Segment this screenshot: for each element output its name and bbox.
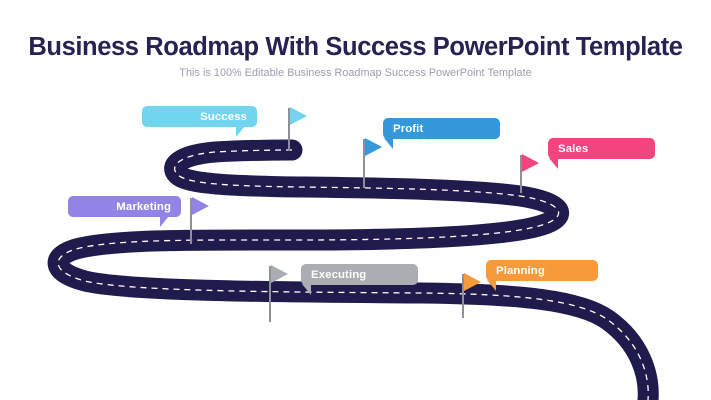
milestone-pole-marketing	[190, 198, 192, 244]
milestone-label-planning: Planning	[496, 264, 545, 277]
milestone-marketing[interactable]: Marketing	[68, 196, 228, 244]
milestone-pole-planning	[462, 274, 464, 318]
milestone-banner-success[interactable]: Success	[142, 106, 257, 127]
milestone-flag-sales	[522, 154, 539, 172]
milestone-flag-success	[290, 107, 307, 125]
milestone-banner-tail-sales	[549, 158, 558, 169]
milestone-banner-executing[interactable]: Executing	[301, 264, 418, 285]
milestone-banner-tail-planning	[487, 280, 496, 291]
milestone-pole-success	[288, 108, 290, 151]
milestone-banner-profit[interactable]: Profit	[383, 118, 500, 139]
milestone-banner-planning[interactable]: Planning	[486, 260, 598, 281]
milestone-banner-tail-profit	[384, 138, 393, 149]
milestone-executing[interactable]: Executing	[269, 264, 418, 322]
milestone-banner-sales[interactable]: Sales	[548, 138, 655, 159]
milestone-profit[interactable]: Profit	[363, 118, 500, 188]
milestone-pole-profit	[363, 139, 365, 188]
milestone-label-success: Success	[200, 110, 247, 123]
milestone-flag-profit	[365, 138, 382, 156]
milestone-flag-planning	[464, 273, 481, 291]
milestone-pole-executing	[269, 266, 271, 322]
milestone-label-sales: Sales	[558, 142, 589, 155]
milestone-label-marketing: Marketing	[116, 200, 171, 213]
milestone-banner-tail-marketing	[160, 216, 169, 227]
page-title: Business Roadmap With Success PowerPoint…	[28, 33, 683, 61]
milestone-banner-tail-success	[236, 126, 245, 137]
milestone-banner-tail-executing	[302, 284, 311, 295]
milestone-pole-sales	[520, 155, 522, 193]
slide-header: Business Roadmap With Success PowerPoint…	[0, 0, 711, 79]
milestone-success[interactable]: Success	[142, 106, 307, 151]
milestone-banner-marketing[interactable]: Marketing	[68, 196, 181, 217]
milestone-flag-marketing	[192, 197, 209, 215]
milestone-sales[interactable]: Sales	[520, 138, 655, 193]
milestone-label-executing: Executing	[311, 268, 367, 281]
milestone-planning[interactable]: Planning	[462, 260, 598, 318]
page-subtitle: This is 100% Editable Business Roadmap S…	[179, 67, 532, 80]
milestone-label-profit: Profit	[393, 122, 424, 135]
milestone-flag-executing	[271, 265, 288, 283]
